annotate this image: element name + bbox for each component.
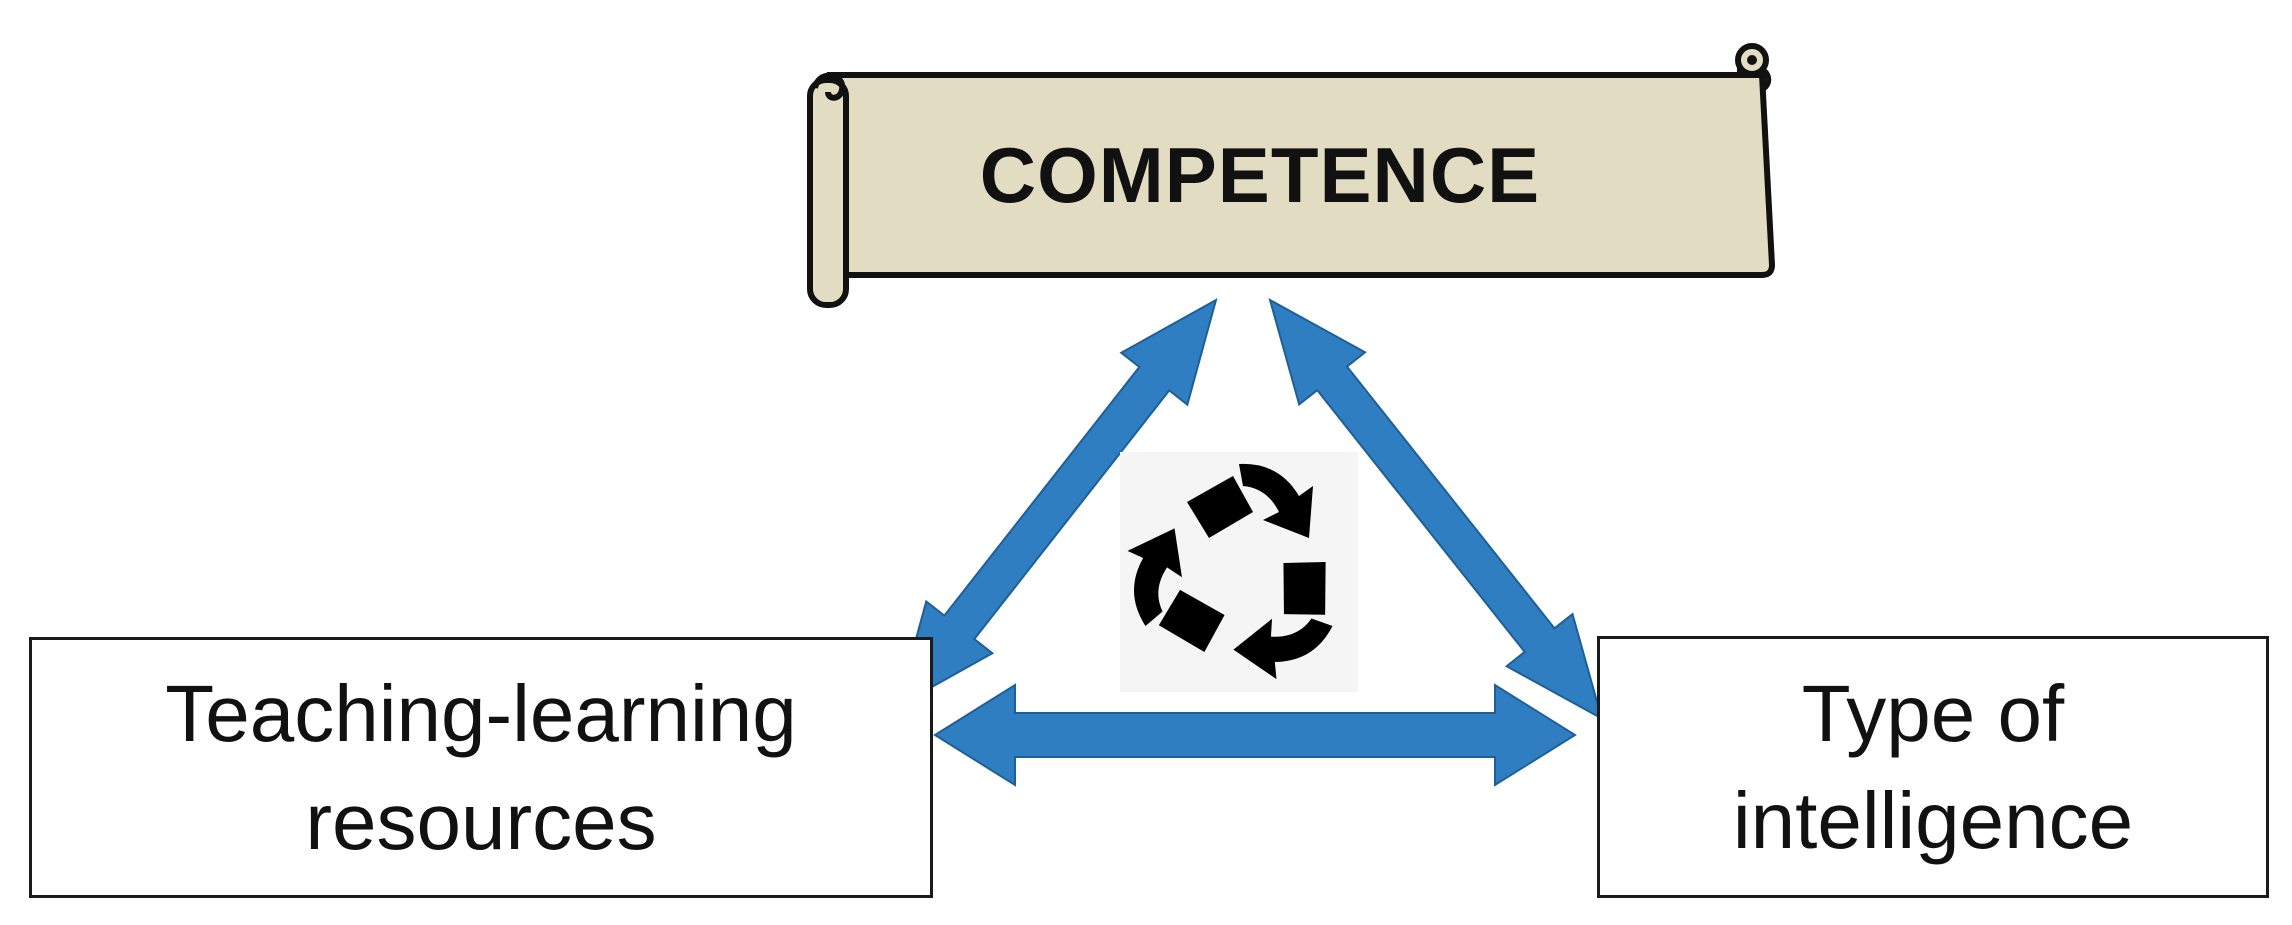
teaching-learning-resources-box: Teaching-learning resources <box>29 637 933 898</box>
banner-body <box>826 72 1776 278</box>
right-node-line2: intelligence <box>1732 776 2134 865</box>
banner-curl-left <box>812 72 846 101</box>
type-of-intelligence-box: Type of intelligence <box>1597 636 2269 898</box>
left-node-line2: resources <box>305 776 657 866</box>
banner-roll-left <box>807 77 849 308</box>
right-node-line1: Type of <box>1801 668 2065 758</box>
left-node-line1: Teaching-learning <box>165 669 797 759</box>
recycle-icon <box>1120 452 1358 692</box>
arrow-left-right <box>933 683 1577 787</box>
competence-banner <box>807 43 1776 308</box>
